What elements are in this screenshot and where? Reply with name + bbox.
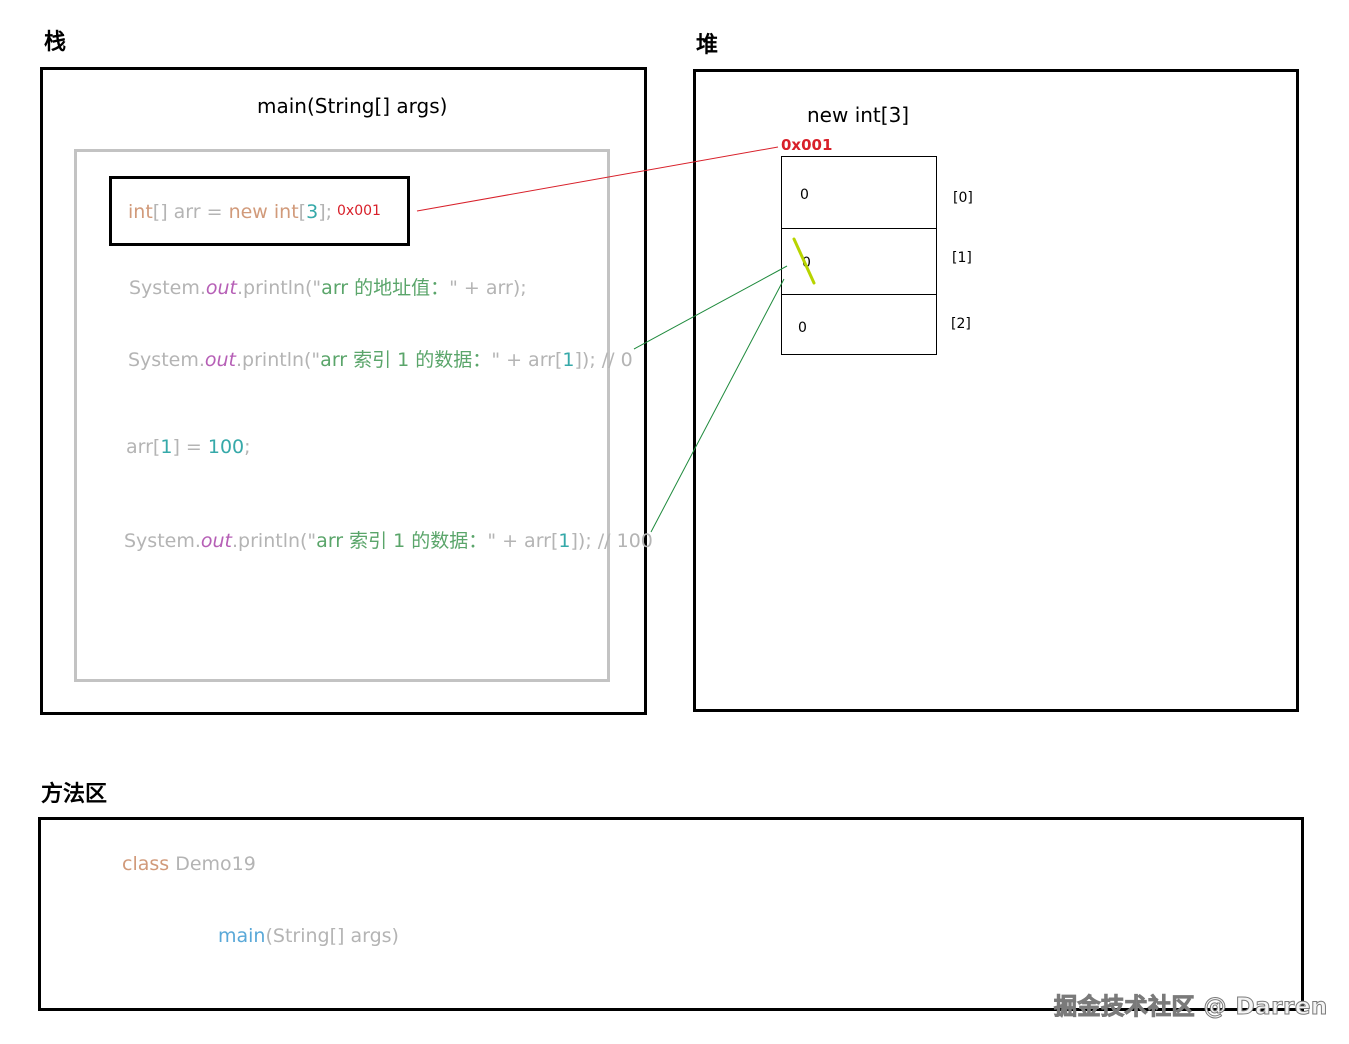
code-token: arr 的地址值： bbox=[321, 277, 450, 299]
code-token: .println(" bbox=[236, 349, 321, 371]
code-token: 100 bbox=[207, 436, 245, 458]
code-token: " + arr[ bbox=[487, 530, 559, 552]
array-cell-value: 0 bbox=[800, 187, 809, 203]
print-address-line: System.out.println("arr 的地址值：" + arr); bbox=[129, 273, 527, 300]
code-token: arr 索引 1 的数据： bbox=[316, 530, 488, 552]
code-token: (String[] args) bbox=[265, 925, 399, 947]
code-token: 3 bbox=[306, 201, 319, 223]
code-token: ]; bbox=[318, 201, 333, 223]
code-token: ]); // 0 bbox=[574, 349, 633, 371]
method-area-box bbox=[38, 817, 1304, 1011]
strike-through-mark bbox=[792, 237, 816, 285]
code-token: System. bbox=[129, 277, 206, 299]
code-token: ; bbox=[244, 436, 251, 458]
code-token: 1 bbox=[562, 349, 575, 371]
heap-address-label: 0x001 bbox=[781, 136, 833, 154]
stack-address-label: 0x001 bbox=[337, 203, 381, 219]
reference-arrow-line bbox=[416, 146, 779, 212]
code-token: out bbox=[200, 530, 233, 552]
array-index-label: [0] bbox=[953, 190, 973, 206]
code-token: 1 bbox=[558, 530, 571, 552]
stack-label: 栈 bbox=[44, 30, 67, 55]
code-token: ]); // 100 bbox=[570, 530, 653, 552]
code-token: int bbox=[128, 201, 153, 223]
code-token: " + arr[ bbox=[491, 349, 563, 371]
array-cell-value: 0 bbox=[798, 320, 807, 336]
code-token: " + arr); bbox=[449, 277, 527, 299]
code-token: .println(" bbox=[237, 277, 322, 299]
print-index-line-after: System.out.println("arr 索引 1 的数据：" + arr… bbox=[124, 526, 653, 553]
array-index-label: [1] bbox=[952, 250, 972, 266]
code-token: arr 索引 1 的数据： bbox=[320, 349, 492, 371]
code-token: arr[ bbox=[126, 436, 161, 458]
code-token: new int bbox=[228, 201, 299, 223]
code-token: class bbox=[122, 853, 170, 875]
stack-frame-title: main(String[] args) bbox=[257, 94, 448, 118]
method-signature: main(String[] args) bbox=[218, 925, 399, 947]
array-declaration-code: int[] arr = new int[3]; bbox=[128, 201, 332, 223]
code-token: .println(" bbox=[232, 530, 317, 552]
heap-array-title: new int[3] bbox=[807, 103, 910, 127]
code-token: System. bbox=[124, 530, 201, 552]
read-before-line bbox=[633, 265, 788, 350]
code-token: ] = bbox=[172, 436, 208, 458]
array-declaration-box bbox=[109, 176, 410, 246]
code-token: [ bbox=[298, 201, 307, 223]
array-cell bbox=[781, 294, 937, 355]
code-token: out bbox=[204, 349, 237, 371]
class-declaration: class Demo19 bbox=[122, 853, 256, 875]
heap-box bbox=[693, 69, 1299, 712]
method-area-label: 方法区 bbox=[41, 782, 108, 807]
array-index-label: [2] bbox=[951, 316, 971, 332]
code-token: Demo19 bbox=[169, 853, 256, 875]
assign-line: arr[1] = 100; bbox=[126, 436, 251, 458]
code-token: main bbox=[218, 925, 266, 947]
print-index-line-before: System.out.println("arr 索引 1 的数据：" + arr… bbox=[128, 345, 633, 372]
code-token: out bbox=[205, 277, 238, 299]
stack-box bbox=[40, 67, 647, 715]
main-frame bbox=[74, 149, 610, 682]
read-after-line bbox=[650, 278, 785, 533]
code-token: System. bbox=[128, 349, 205, 371]
watermark: 掘金技术社区 @ Darren bbox=[1054, 994, 1328, 1021]
heap-label: 堆 bbox=[696, 33, 719, 58]
code-token: [] arr = bbox=[152, 201, 229, 223]
code-token: 1 bbox=[160, 436, 173, 458]
